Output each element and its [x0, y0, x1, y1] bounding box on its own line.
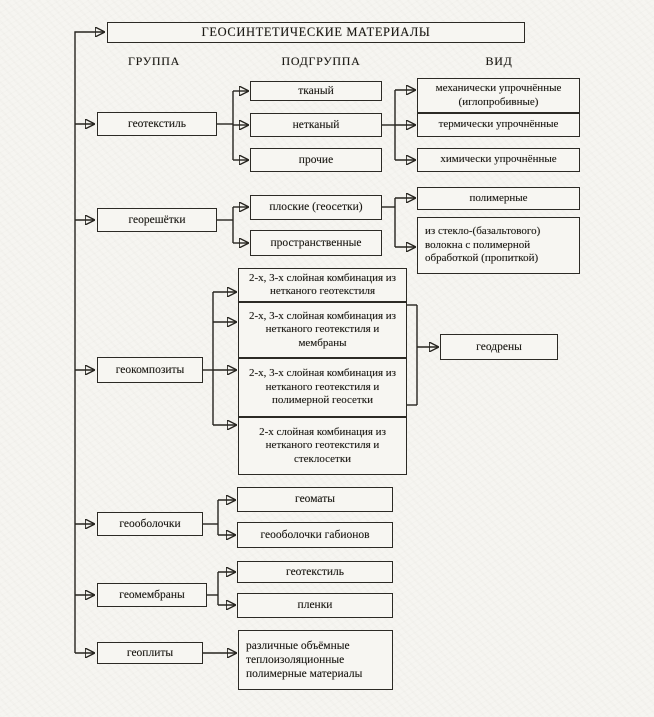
group-node-geoplates: геоплиты [97, 642, 203, 664]
geodrains-bracket [407, 304, 438, 406]
column-header-kind: ВИД [485, 54, 513, 68]
subgroup-node-membrane-geotextile: геотекстиль [237, 561, 393, 583]
subgroup-node-combo-polymer-geonet: 2-х, 3-х слойная комбинация из нетканого… [238, 358, 407, 417]
geoshell-subgroup-bracket [203, 500, 235, 535]
subgroup-node-insulation-materials: различные объёмные теплоизоляционные пол… [238, 630, 393, 690]
subgroup-node-geomats: геоматы [237, 487, 393, 512]
subgroup-node-films: пленки [237, 593, 393, 618]
subgroup-node-combo-nonwoven: 2-х, 3-х слойная комбинация из нетканого… [238, 268, 407, 302]
subgroup-node-other: прочие [250, 148, 382, 172]
column-header-group: ГРУППА [127, 54, 180, 68]
subgroup-node-combo-membrane: 2-х, 3-х слойная комбинация из нетканого… [238, 302, 407, 358]
kind-node-glass-basalt-fiber: из стекло-(базальтового) волокна с полим… [417, 217, 580, 274]
nonwoven-kind-bracket [382, 90, 415, 160]
geomembrane-subgroup-bracket [207, 572, 235, 605]
subgroup-node-gabion-shells: геооболочки габионов [237, 522, 393, 548]
group-node-geogrids: георешётки [97, 208, 217, 232]
group-node-geocomposites: геокомпозиты [97, 357, 203, 383]
group-node-geotextile: геотекстиль [97, 112, 217, 136]
root-node-geosynthetic-materials: ГЕОСИНТЕТИЧЕСКИЕ МАТЕРИАЛЫ [107, 22, 525, 43]
group-node-geomembranes: геомембраны [97, 583, 207, 607]
geogrid-subgroup-bracket [217, 207, 248, 243]
kind-node-chemically-bonded: химически упрочнённые [417, 148, 580, 172]
subgroup-node-flat-geonets: плоские (геосетки) [250, 195, 382, 220]
subgroup-node-spatial: пространственные [250, 230, 382, 256]
kind-node-thermally-bonded: термически упрочнённые [417, 113, 580, 137]
flat-geogrid-kind-bracket [382, 198, 415, 247]
kind-node-mechanically-bonded: механически упрочнённые (иглопробивные) [417, 78, 580, 113]
kind-node-polymer: полимерные [417, 187, 580, 210]
geocomposite-subgroup-bracket [203, 292, 236, 425]
kind-node-geodrains: геодрены [440, 334, 558, 360]
spine-and-group-branches [74, 32, 104, 653]
group-node-geoshells: геооболочки [97, 512, 203, 536]
subgroup-node-nonwoven: нетканый [250, 113, 382, 137]
subgroup-node-woven: тканый [250, 81, 382, 101]
column-header-subgroup: ПОДГРУППА [281, 54, 361, 68]
geotextile-subgroup-bracket [217, 91, 248, 160]
subgroup-node-combo-glass-net: 2-х слойная комбинация из нетканого геот… [238, 417, 407, 475]
